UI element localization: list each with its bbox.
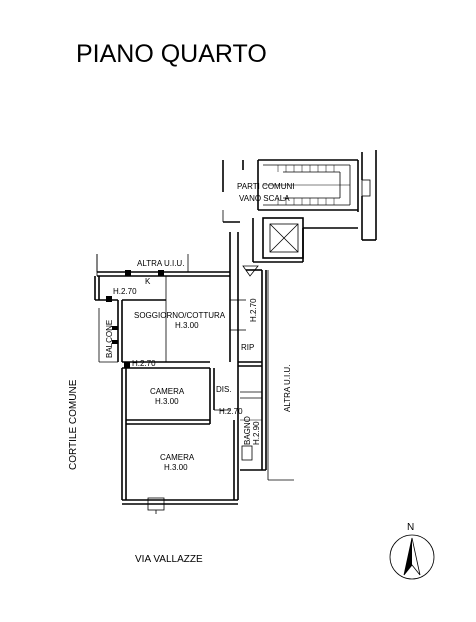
apartment-walls	[94, 269, 294, 514]
camera1-label: CAMERA	[150, 387, 185, 396]
plan-title: PIANO QUARTO	[76, 40, 267, 68]
north-label: N	[407, 522, 414, 533]
soggiorno-label: SOGGIORNO/COTTURA	[134, 311, 226, 320]
camera2-label: CAMERA	[160, 453, 195, 462]
dis-label: DIS.	[216, 385, 232, 394]
north-arrow-icon	[389, 534, 435, 580]
k-label: K	[145, 277, 151, 286]
vano-scala-label: VANO SCALA	[239, 194, 290, 203]
soggiorno-height: H.3.00	[175, 321, 199, 330]
h270-vertical-label: H.2.70	[249, 298, 258, 322]
h270-balcone-label: H.2.70	[132, 359, 156, 368]
camera2-height: H.3.00	[164, 463, 188, 472]
rip-label: RIP	[241, 343, 254, 352]
via-vallazze-label: VIA VALLAZZE	[135, 554, 203, 565]
altra-uiu-right: ALTRA U.I.U.	[283, 365, 292, 412]
bagno-height: H.2.90	[252, 421, 261, 445]
balcone-label: BALCONE	[105, 320, 114, 358]
h270-dis-label: H.2.70	[219, 407, 243, 416]
h270-top-label: H.2.70	[113, 287, 137, 296]
altra-uiu-top: ALTRA U.I.U.	[137, 259, 184, 268]
stairwell	[222, 150, 377, 277]
cortile-comune-label: CORTILE COMUNE	[68, 379, 79, 470]
camera1-height: H.3.00	[155, 397, 179, 406]
parti-comuni-label: PARTI COMUNI	[237, 182, 294, 191]
bagno-label: BAGNO	[243, 416, 252, 445]
